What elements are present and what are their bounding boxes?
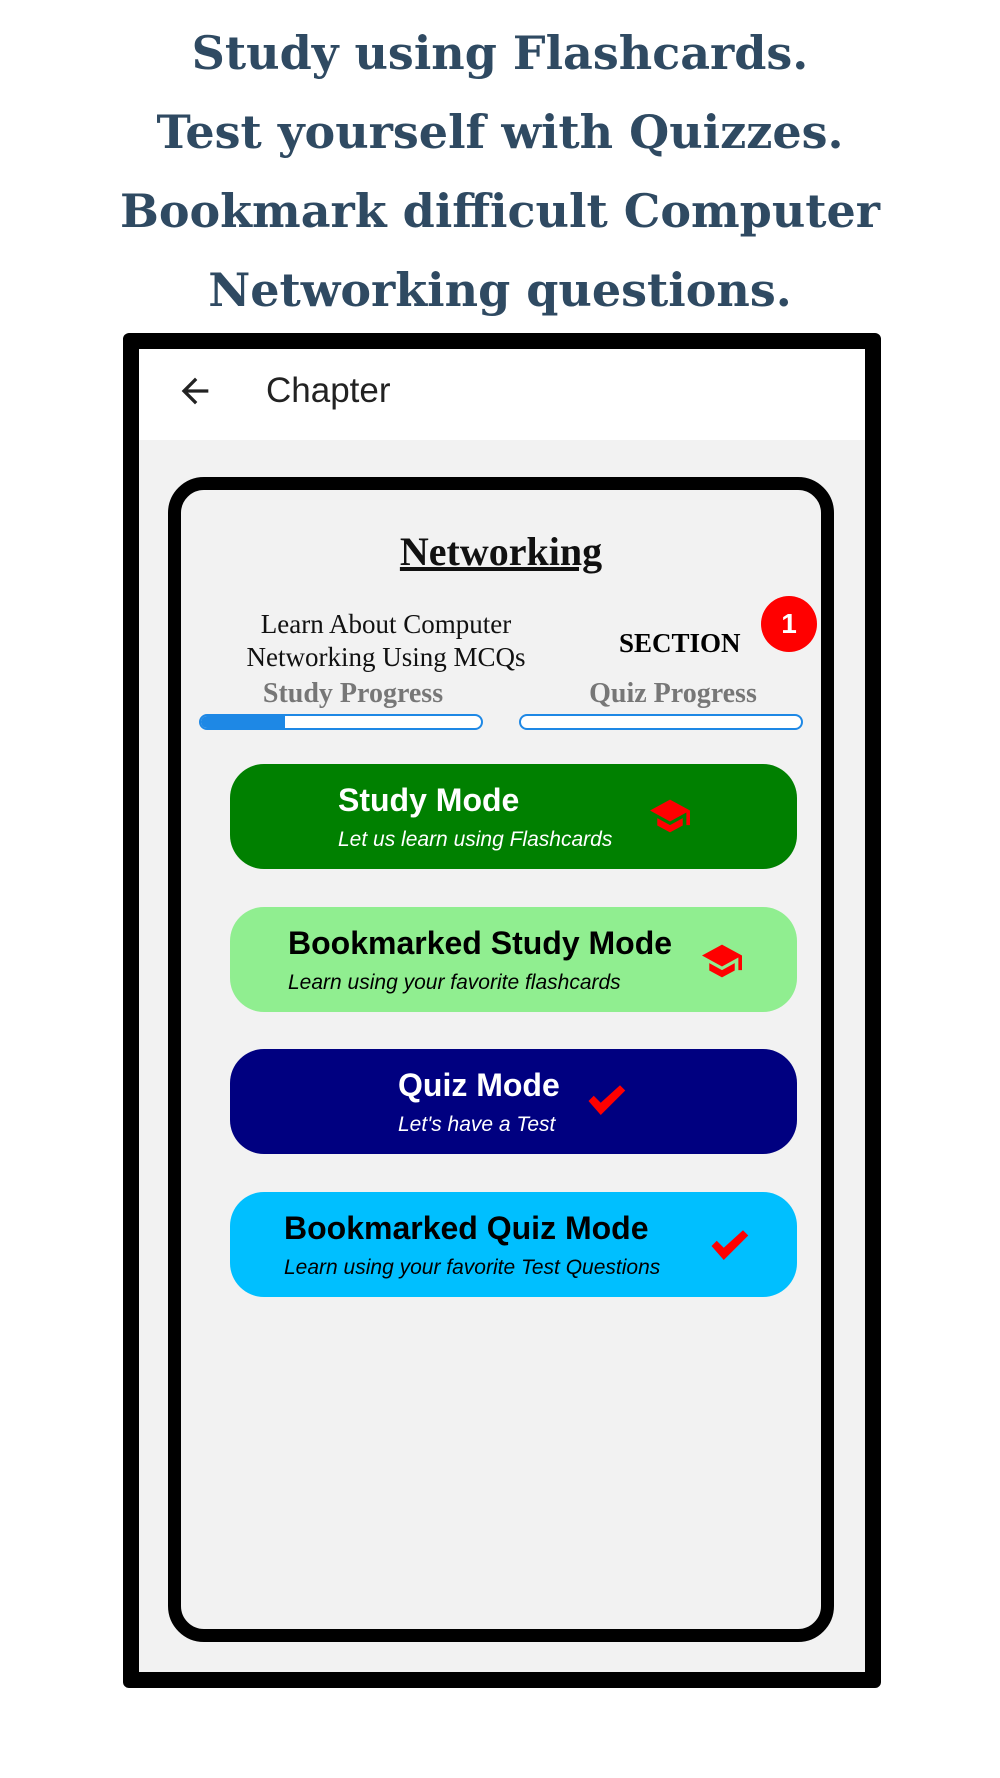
- quiz-mode-button[interactable]: Quiz Mode Let's have a Test: [230, 1049, 797, 1154]
- promo-line: Study using Flashcards.: [191, 26, 809, 80]
- chapter-card: Networking Learn About Computer Networki…: [168, 477, 834, 1642]
- study-progress-fill: [201, 716, 285, 728]
- mode-subtitle: Learn using your favorite flashcards: [288, 971, 621, 994]
- study-progress-bar: [199, 714, 483, 730]
- mode-subtitle: Let's have a Test: [398, 1113, 556, 1136]
- promo-line: Bookmark difficult Computer: [119, 184, 881, 238]
- section-number-badge: 1: [761, 596, 817, 652]
- promo-headline: Study using Flashcards. Test yourself wi…: [0, 14, 1000, 330]
- mode-title: Quiz Mode: [398, 1067, 560, 1103]
- description-line: Networking Using MCQs: [246, 642, 526, 672]
- app-bar-title: Chapter: [266, 371, 391, 410]
- chapter-title: Networking: [399, 529, 603, 574]
- mode-subtitle: Let us learn using Flashcards: [338, 828, 613, 851]
- bookmarked-study-mode-button[interactable]: Bookmarked Study Mode Learn using your f…: [230, 907, 797, 1012]
- arrow-left-icon: [181, 377, 209, 405]
- graduation-cap-icon: [650, 799, 690, 833]
- promo-line: Networking questions.: [208, 263, 792, 317]
- quiz-progress-bar: [519, 714, 803, 730]
- section-label: SECTION: [619, 628, 741, 658]
- description-line: Learn About Computer: [260, 609, 512, 639]
- back-button[interactable]: [175, 371, 215, 411]
- phone-frame: Chapter Networking Learn About Computer …: [123, 333, 881, 1688]
- graduation-cap-icon: [702, 944, 742, 978]
- mode-title: Bookmarked Quiz Mode: [284, 1210, 649, 1246]
- promo-line: Test yourself with Quizzes.: [156, 105, 844, 159]
- study-mode-button[interactable]: Study Mode Let us learn using Flashcards: [230, 764, 797, 869]
- quiz-progress-label: Quiz Progress: [589, 678, 757, 709]
- checkmark-icon: [588, 1085, 626, 1115]
- study-progress-label: Study Progress: [262, 678, 444, 709]
- bookmarked-quiz-mode-button[interactable]: Bookmarked Quiz Mode Learn using your fa…: [230, 1192, 797, 1297]
- mode-title: Bookmarked Study Mode: [288, 925, 673, 961]
- chapter-description: Learn About Computer Networking Using MC…: [221, 608, 551, 674]
- mode-subtitle: Learn using your favorite Test Questions: [284, 1256, 661, 1279]
- app-bar: Chapter: [139, 349, 865, 440]
- mode-title: Study Mode: [338, 782, 520, 818]
- checkmark-icon: [711, 1230, 749, 1260]
